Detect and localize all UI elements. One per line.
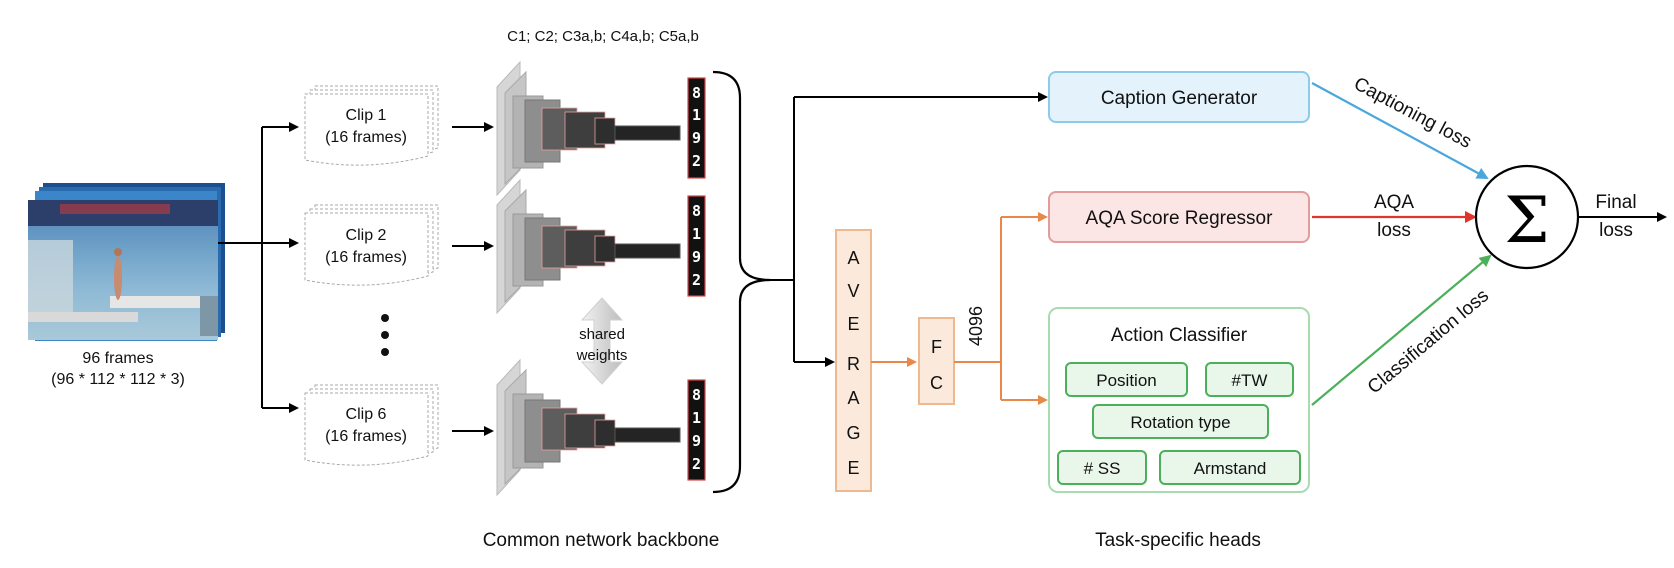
aqa-loss-label-2: loss <box>1377 220 1411 241</box>
fc-to-heads-connector <box>954 212 1048 405</box>
classifier-item-position-label: Position <box>1096 371 1156 390</box>
backbone-merge-brace <box>712 70 771 494</box>
clip-6: Clip 6 (16 frames) <box>304 384 439 466</box>
classifier-item-armstand-label: Armstand <box>1194 459 1267 478</box>
input-shape-label: (96 * 112 * 112 * 3) <box>51 371 185 388</box>
backbone-cnn-6 <box>496 358 681 497</box>
captioning-loss-arrow <box>1311 82 1489 179</box>
fc-letter: C <box>930 373 943 393</box>
backbone-cnn-2 <box>496 178 681 315</box>
feature-digit: 2 <box>692 455 701 473</box>
input-frames-label: 96 frames <box>82 350 153 367</box>
input-split-connector <box>218 122 299 413</box>
classifier-item-armstand <box>1159 450 1301 485</box>
shared-weights-arrow-icon <box>580 297 624 385</box>
classifier-item-rotation-type-label: Rotation type <box>1130 413 1230 432</box>
input-frames-stack <box>28 183 225 341</box>
shared-weights-label-1: shared <box>579 326 625 343</box>
classifier-item-ss <box>1057 450 1147 485</box>
shared-weights-label-2: weights <box>576 347 628 364</box>
final-loss-label-2: loss <box>1599 220 1633 241</box>
clip-to-backbone-arrows <box>452 122 494 436</box>
clip-2: Clip 2 (16 frames) <box>304 204 439 286</box>
aqa-regressor-box: AQA Score Regressor <box>1048 191 1310 243</box>
average-letter: E <box>847 458 859 478</box>
sum-icon: Σ <box>1504 184 1549 258</box>
clip-1: Clip 1 (16 frames) <box>304 85 439 166</box>
classification-loss-arrow <box>1311 254 1492 406</box>
aqa-loss-label-1: AQA <box>1374 192 1414 213</box>
clip-1-frames: (16 frames) <box>325 129 407 146</box>
classifier-item-ss-label: # SS <box>1084 459 1121 478</box>
action-classifier-title: Action Classifier <box>1111 325 1248 346</box>
clip-ellipsis <box>381 314 389 356</box>
clip-6-frames: (16 frames) <box>325 428 407 445</box>
feature-digit: 8 <box>692 386 701 404</box>
feature-vector-6: 8 1 9 2 <box>687 379 706 481</box>
classifier-item-tw <box>1205 362 1294 397</box>
classification-loss-label: Classification loss <box>1364 285 1493 398</box>
caption-generator-box: Caption Generator <box>1048 71 1310 123</box>
feature-digit: 1 <box>692 225 701 243</box>
caption-generator-label: Caption Generator <box>1101 88 1258 109</box>
clip-1-name: Clip 1 <box>346 107 387 124</box>
backbone-cnn-1 <box>496 60 681 197</box>
fc-dim-label: 4096 <box>966 306 986 346</box>
brace-to-heads-connector <box>770 92 1048 367</box>
fc-block: F C <box>918 317 955 405</box>
sum-node: Σ <box>1474 164 1580 270</box>
clip-2-frames: (16 frames) <box>325 249 407 266</box>
average-letter: E <box>847 314 859 334</box>
backbone-caption: Common network backbone <box>483 530 720 551</box>
aqa-regressor-label: AQA Score Regressor <box>1086 208 1274 229</box>
final-loss-label-1: Final <box>1595 192 1636 213</box>
classifier-item-position <box>1065 362 1188 397</box>
feature-vector-1: 8 1 9 2 <box>687 77 706 179</box>
feature-digit: 9 <box>692 248 701 266</box>
feature-digit: 8 <box>692 84 701 102</box>
action-classifier-box: Action Classifier Position #TW Rotation … <box>1048 307 1310 493</box>
average-letter: A <box>847 388 859 408</box>
average-letter: A <box>847 248 859 268</box>
clip-6-name: Clip 6 <box>346 406 387 423</box>
feature-digit: 2 <box>692 152 701 170</box>
backbone-layers-label: C1; C2; C3a,b; C4a,b; C5a,b <box>507 28 699 45</box>
classifier-item-rotation-type <box>1092 404 1269 439</box>
feature-digit: 9 <box>692 129 701 147</box>
feature-digit: 1 <box>692 106 701 124</box>
average-block: A V E R A G E <box>835 229 872 492</box>
average-letter: G <box>846 423 860 443</box>
feature-digit: 2 <box>692 271 701 289</box>
clip-2-name: Clip 2 <box>346 227 387 244</box>
fc-letter: F <box>931 337 942 357</box>
classifier-item-tw-label: #TW <box>1232 371 1268 390</box>
feature-digit: 1 <box>692 409 701 427</box>
heads-caption: Task-specific heads <box>1095 530 1261 551</box>
feature-vector-2: 8 1 9 2 <box>687 195 706 297</box>
average-letter: V <box>847 281 859 301</box>
diving-video-frame-image <box>28 200 218 340</box>
feature-digit: 9 <box>692 432 701 450</box>
feature-digit: 8 <box>692 202 701 220</box>
average-letter: R <box>847 354 860 374</box>
